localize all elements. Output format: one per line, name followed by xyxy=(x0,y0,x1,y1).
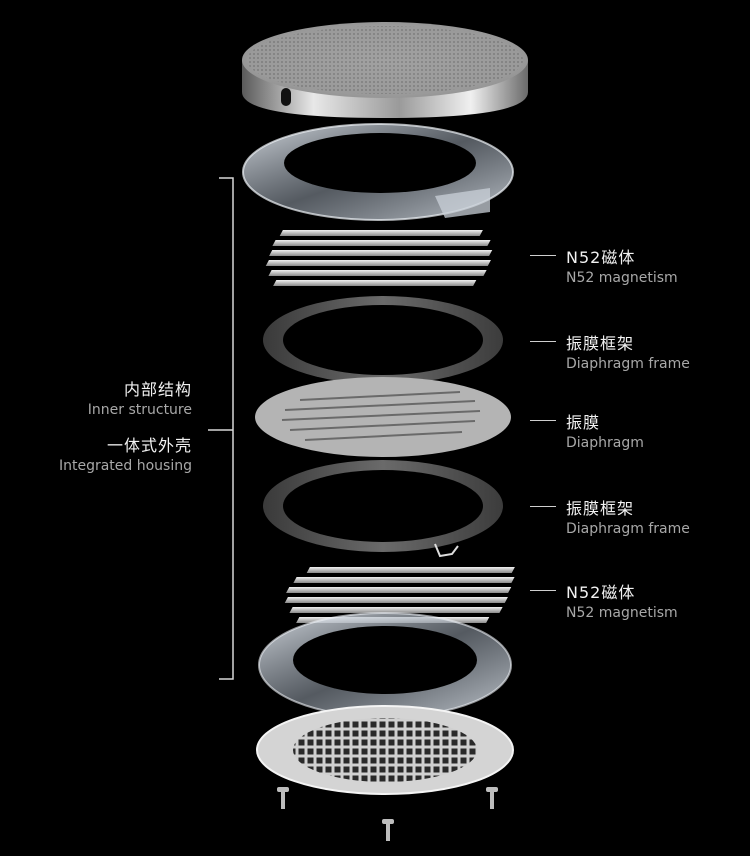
integrated-housing-en: Integrated housing xyxy=(58,458,192,474)
callout-upper-frame-en: Diaphragm frame xyxy=(566,356,690,372)
callout-lower-frame-zh: 振膜框架 xyxy=(566,499,635,518)
callout-line-5 xyxy=(530,590,556,591)
left-bracket xyxy=(208,177,234,680)
upper-clear-housing xyxy=(242,123,514,221)
diaphragm xyxy=(255,377,511,457)
callout-lower-frame: 振膜框架 Diaphragm frame xyxy=(566,495,690,537)
callout-upper-magnet: N52磁体 N52 magnetism xyxy=(566,244,678,286)
callout-diaphragm-zh: 振膜 xyxy=(566,413,601,432)
callout-lower-frame-en: Diaphragm frame xyxy=(566,521,690,537)
screws xyxy=(277,787,498,841)
callout-upper-magnet-zh: N52磁体 xyxy=(566,248,636,267)
callout-lower-magnet-en: N52 magnetism xyxy=(566,605,678,621)
upper-diaphragm-frame xyxy=(263,296,503,384)
callout-lower-magnet-zh: N52磁体 xyxy=(566,583,636,602)
callout-line-1 xyxy=(530,255,556,256)
callout-line-4 xyxy=(530,506,556,507)
lower-clear-housing xyxy=(258,612,512,718)
callout-line-2 xyxy=(530,341,556,342)
upper-magnet-bars xyxy=(265,230,493,286)
callout-upper-magnet-en: N52 magnetism xyxy=(566,270,678,286)
bottom-grill-plate xyxy=(256,705,514,795)
metal-top-cap xyxy=(242,22,528,118)
callout-diaphragm: 振膜 Diaphragm xyxy=(566,409,644,451)
callout-upper-frame-zh: 振膜框架 xyxy=(566,334,635,353)
callout-diaphragm-en: Diaphragm xyxy=(566,435,644,451)
lower-diaphragm-frame xyxy=(263,460,503,558)
callout-line-3 xyxy=(530,420,556,421)
inner-structure-label: 内部结构 Inner structure xyxy=(88,376,192,418)
callout-upper-frame: 振膜框架 Diaphragm frame xyxy=(566,330,690,372)
inner-structure-en: Inner structure xyxy=(87,402,192,418)
integrated-housing-zh: 一体式外壳 xyxy=(106,436,192,455)
inner-structure-zh: 内部结构 xyxy=(123,380,192,399)
integrated-housing-label: 一体式外壳 Integrated housing xyxy=(59,432,192,474)
callout-lower-magnet: N52磁体 N52 magnetism xyxy=(566,579,678,621)
